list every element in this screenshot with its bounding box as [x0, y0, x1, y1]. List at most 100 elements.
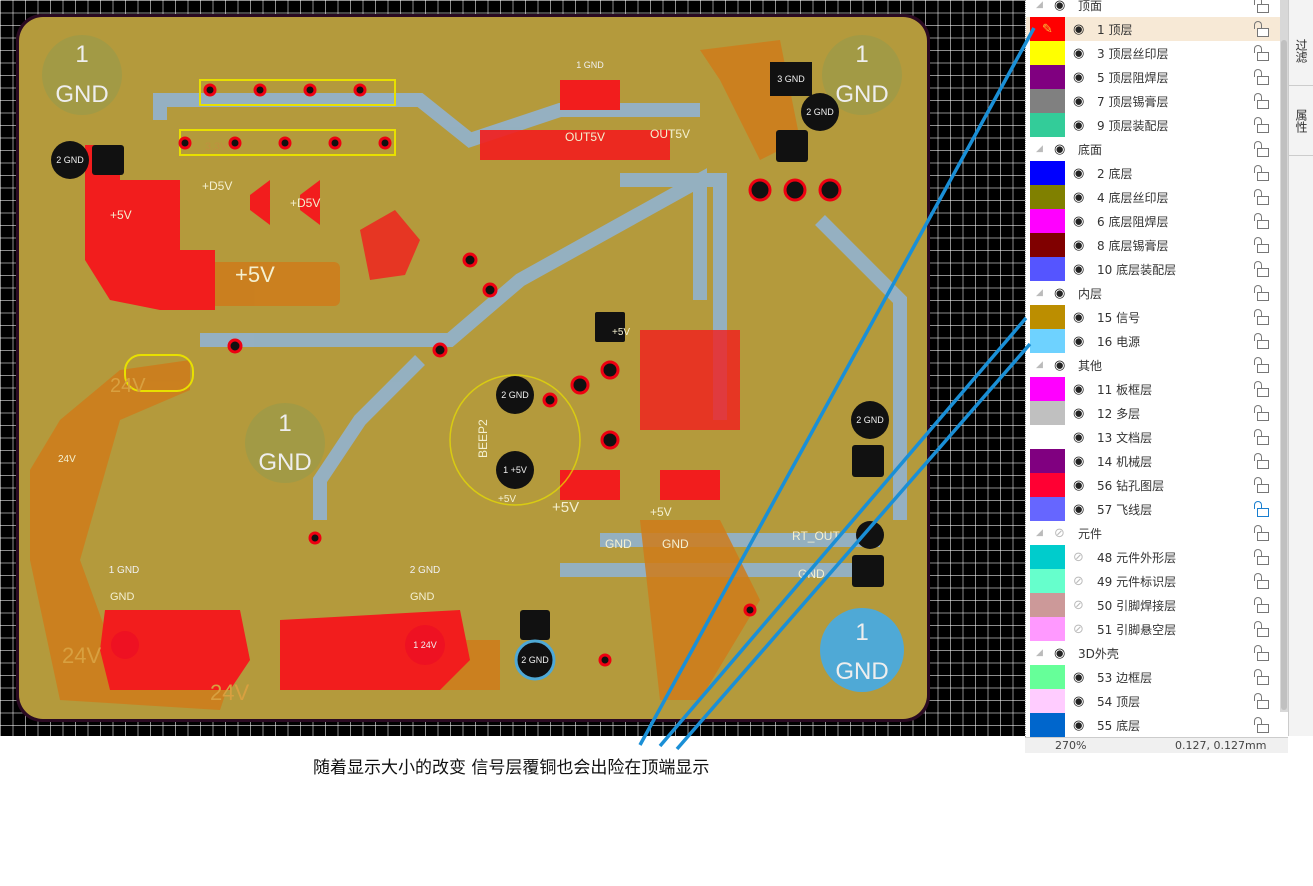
eye-hidden-icon[interactable]: ⊘ [1073, 549, 1084, 565]
unlock-icon[interactable] [1254, 621, 1270, 637]
layer-color-swatch[interactable] [1030, 329, 1065, 353]
eye-icon[interactable]: ◉ [1073, 213, 1085, 229]
layer-row[interactable]: ◉57 飞线层 [1026, 497, 1281, 521]
layer-row[interactable]: ◉7 顶层锡膏层 [1026, 89, 1281, 113]
layer-row[interactable]: ◉2 底层 [1026, 161, 1281, 185]
eye-icon[interactable]: ◉ [1073, 405, 1085, 421]
layer-row[interactable]: ⊘51 引脚悬空层 [1026, 617, 1281, 641]
collapse-triangle-icon[interactable]: ◢ [1036, 648, 1043, 658]
layer-group[interactable]: ◢◉内层 [1026, 281, 1281, 305]
layer-row[interactable]: ✎◉1 顶层 [1026, 17, 1281, 41]
eye-icon[interactable]: ◉ [1073, 309, 1085, 325]
layer-color-swatch[interactable] [1030, 473, 1065, 497]
layer-row[interactable]: ◉15 信号 [1026, 305, 1281, 329]
eye-icon[interactable]: ◉ [1073, 117, 1085, 133]
layer-color-swatch[interactable] [1030, 569, 1065, 593]
unlock-icon[interactable] [1254, 717, 1270, 733]
layer-group[interactable]: ◢⊘元件 [1026, 521, 1281, 545]
unlock-icon[interactable] [1254, 165, 1270, 181]
unlock-icon[interactable] [1254, 285, 1270, 301]
layer-row[interactable]: ◉9 顶层装配层 [1026, 113, 1281, 137]
unlock-icon[interactable] [1254, 141, 1270, 157]
layer-row[interactable]: ◉11 板框层 [1026, 377, 1281, 401]
eye-icon[interactable]: ◉ [1073, 693, 1085, 709]
layer-group[interactable]: ◢◉其他 [1026, 353, 1281, 377]
eye-icon[interactable]: ◉ [1073, 69, 1085, 85]
layer-color-swatch[interactable] [1030, 497, 1065, 521]
layer-color-swatch[interactable] [1030, 425, 1065, 449]
layer-color-swatch[interactable] [1030, 305, 1065, 329]
layer-color-swatch[interactable] [1030, 545, 1065, 569]
collapse-triangle-icon[interactable]: ◢ [1036, 360, 1043, 370]
eye-hidden-icon[interactable]: ⊘ [1054, 525, 1065, 541]
eye-icon[interactable]: ◉ [1073, 93, 1085, 109]
layer-color-swatch[interactable] [1030, 377, 1065, 401]
unlock-icon[interactable] [1254, 45, 1270, 61]
unlock-icon[interactable] [1254, 645, 1270, 661]
eye-icon[interactable]: ◉ [1073, 165, 1085, 181]
layer-row[interactable]: ◉4 底层丝印层 [1026, 185, 1281, 209]
layer-color-swatch[interactable] [1030, 665, 1065, 689]
layer-color-swatch[interactable] [1030, 689, 1065, 713]
layer-panel-scrollbar[interactable] [1280, 0, 1288, 712]
eye-icon[interactable]: ◉ [1054, 645, 1066, 661]
layer-color-swatch[interactable] [1030, 161, 1065, 185]
eye-icon[interactable]: ◉ [1073, 261, 1085, 277]
layer-color-swatch[interactable] [1030, 401, 1065, 425]
eye-hidden-icon[interactable]: ⊘ [1073, 573, 1084, 589]
lock-icon[interactable] [1254, 501, 1270, 517]
unlock-icon[interactable] [1254, 237, 1270, 253]
layer-color-swatch[interactable] [1030, 449, 1065, 473]
unlock-icon[interactable] [1254, 93, 1270, 109]
eye-icon[interactable]: ◉ [1073, 669, 1085, 685]
eye-icon[interactable]: ◉ [1073, 381, 1085, 397]
layer-row[interactable]: ◉13 文档层 [1026, 425, 1281, 449]
unlock-icon[interactable] [1254, 333, 1270, 349]
tab-properties[interactable]: 属性 [1289, 86, 1313, 156]
unlock-icon[interactable] [1254, 189, 1270, 205]
unlock-icon[interactable] [1254, 525, 1270, 541]
layer-row[interactable]: ⊘49 元件标识层 [1026, 569, 1281, 593]
layer-color-swatch[interactable] [1030, 89, 1065, 113]
layer-color-swatch[interactable] [1030, 713, 1065, 737]
collapse-triangle-icon[interactable]: ◢ [1036, 288, 1043, 298]
unlock-icon[interactable] [1254, 573, 1270, 589]
collapse-triangle-icon[interactable]: ◢ [1036, 0, 1043, 10]
unlock-icon[interactable] [1254, 117, 1270, 133]
unlock-icon[interactable] [1254, 453, 1270, 469]
unlock-icon[interactable] [1254, 357, 1270, 373]
eye-icon[interactable]: ◉ [1073, 717, 1085, 733]
eye-icon[interactable]: ◉ [1073, 237, 1085, 253]
eye-icon[interactable]: ◉ [1054, 357, 1066, 373]
layer-color-swatch[interactable] [1030, 617, 1065, 641]
eye-icon[interactable]: ◉ [1073, 189, 1085, 205]
collapse-triangle-icon[interactable]: ◢ [1036, 144, 1043, 154]
eye-icon[interactable]: ◉ [1073, 429, 1085, 445]
layer-color-swatch[interactable] [1030, 209, 1065, 233]
layer-row[interactable]: ◉14 机械层 [1026, 449, 1281, 473]
layer-row[interactable]: ◉56 钻孔图层 [1026, 473, 1281, 497]
eye-icon[interactable]: ◉ [1054, 141, 1066, 157]
unlock-icon[interactable] [1254, 213, 1270, 229]
layer-row[interactable]: ◉55 底层 [1026, 713, 1281, 737]
unlock-icon[interactable] [1254, 381, 1270, 397]
unlock-icon[interactable] [1254, 309, 1270, 325]
unlock-icon[interactable] [1254, 669, 1270, 685]
unlock-icon[interactable] [1254, 0, 1270, 13]
layer-row[interactable]: ◉16 电源 [1026, 329, 1281, 353]
unlock-icon[interactable] [1254, 69, 1270, 85]
pcb-canvas[interactable]: 1 GND 1 GND 1 GND 1 GND 2 GND 1 GND 2 GN… [0, 0, 1025, 736]
layer-row[interactable]: ◉5 顶层阻焊层 [1026, 65, 1281, 89]
layer-row[interactable]: ◉12 多层 [1026, 401, 1281, 425]
eye-icon[interactable]: ◉ [1073, 45, 1085, 61]
layer-color-swatch[interactable] [1030, 185, 1065, 209]
unlock-icon[interactable] [1254, 597, 1270, 613]
layer-color-swatch[interactable] [1030, 113, 1065, 137]
layer-row[interactable]: ◉8 底层锡膏层 [1026, 233, 1281, 257]
collapse-triangle-icon[interactable]: ◢ [1036, 528, 1043, 538]
eye-hidden-icon[interactable]: ⊘ [1073, 597, 1084, 613]
layer-group[interactable]: ◢◉3D外壳 [1026, 641, 1281, 665]
layer-color-swatch[interactable] [1030, 257, 1065, 281]
layer-row[interactable]: ⊘48 元件外形层 [1026, 545, 1281, 569]
layer-row[interactable]: ⊘50 引脚焊接层 [1026, 593, 1281, 617]
